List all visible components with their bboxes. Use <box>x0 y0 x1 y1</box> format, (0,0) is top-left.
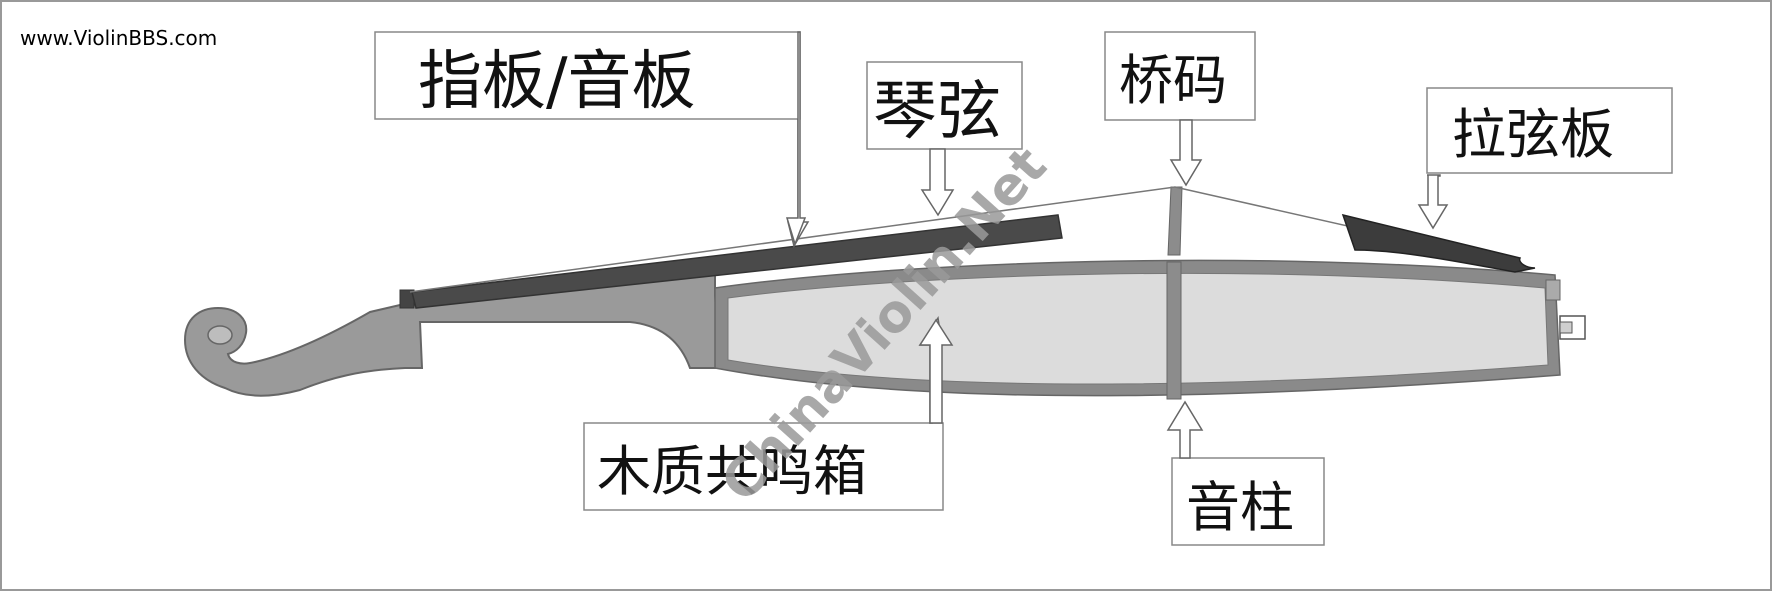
label-box-tailpiece <box>1426 87 1673 174</box>
tailpiece <box>1341 213 1536 273</box>
end-button-collar <box>1559 321 1573 334</box>
label-box-soundpost <box>1171 457 1325 546</box>
arrow-body-head-icon <box>918 318 954 424</box>
label-bridge: 桥码 <box>1119 49 1227 112</box>
label-box-body <box>583 422 944 511</box>
arrow-bridge-icon <box>1169 119 1203 187</box>
arrow-strings-icon <box>920 148 955 217</box>
scroll-eye <box>207 325 233 345</box>
site-url-text: www.ViolinBBS.com <box>20 26 217 50</box>
bridge <box>1167 186 1183 256</box>
arrow-soundpost-icon <box>1166 400 1204 459</box>
saddle <box>1545 279 1561 301</box>
soundpost <box>1166 261 1182 400</box>
arrow-tailpiece-icon <box>1417 174 1449 230</box>
scroll-neck <box>183 272 722 397</box>
label-box-strings <box>866 61 1023 150</box>
label-fingerboard: 指板/音板 <box>418 45 696 119</box>
fingerboard <box>411 214 1063 309</box>
arrow-fingerboard-head-icon <box>785 31 807 247</box>
label-tailpiece: 拉弦板 <box>1452 103 1614 166</box>
label-soundpost: 音柱 <box>1186 476 1294 539</box>
label-strings: 琴弦 <box>873 75 1001 149</box>
label-box-bridge <box>1104 31 1256 121</box>
label-body: 木质共鸣箱 <box>597 440 867 503</box>
